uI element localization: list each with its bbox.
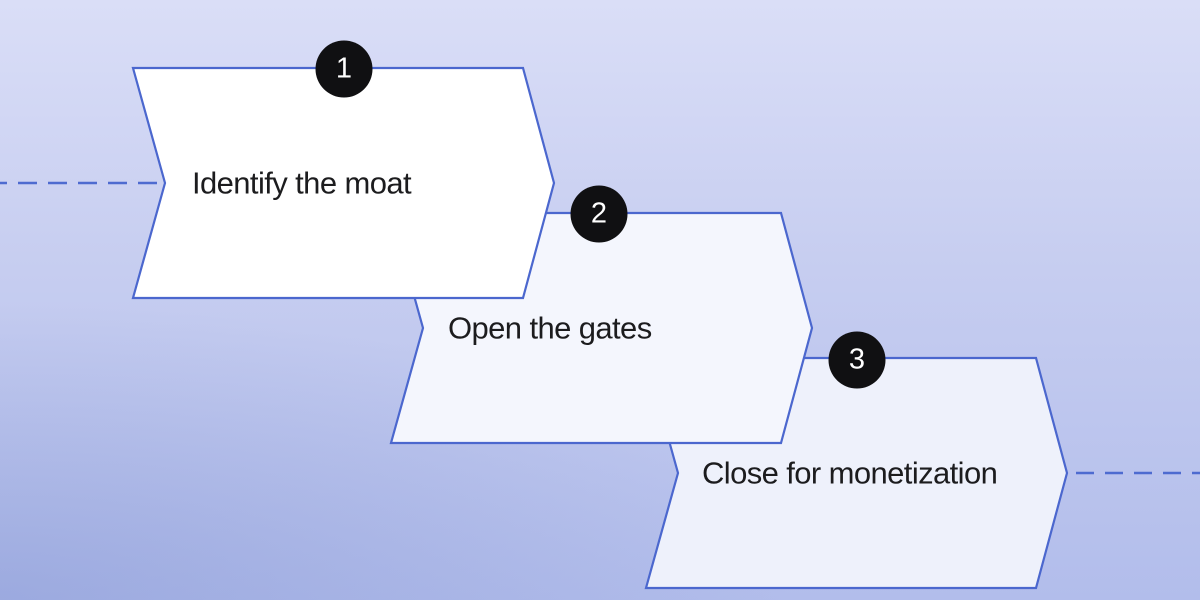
step-3-label: Close for monetization [702,455,998,491]
step-1-number-badge: 1 [315,40,373,98]
step-2-number: 2 [590,197,608,230]
step-2-number-badge: 2 [570,185,628,243]
step-3-number-badge: 3 [828,331,886,389]
step-2-label: Open the gates [448,310,652,346]
step-1-label: Identify the moat [192,165,412,201]
step-1-chevron-shape [131,66,556,300]
step-1-number: 1 [335,52,353,85]
step-3-number: 3 [848,343,866,376]
